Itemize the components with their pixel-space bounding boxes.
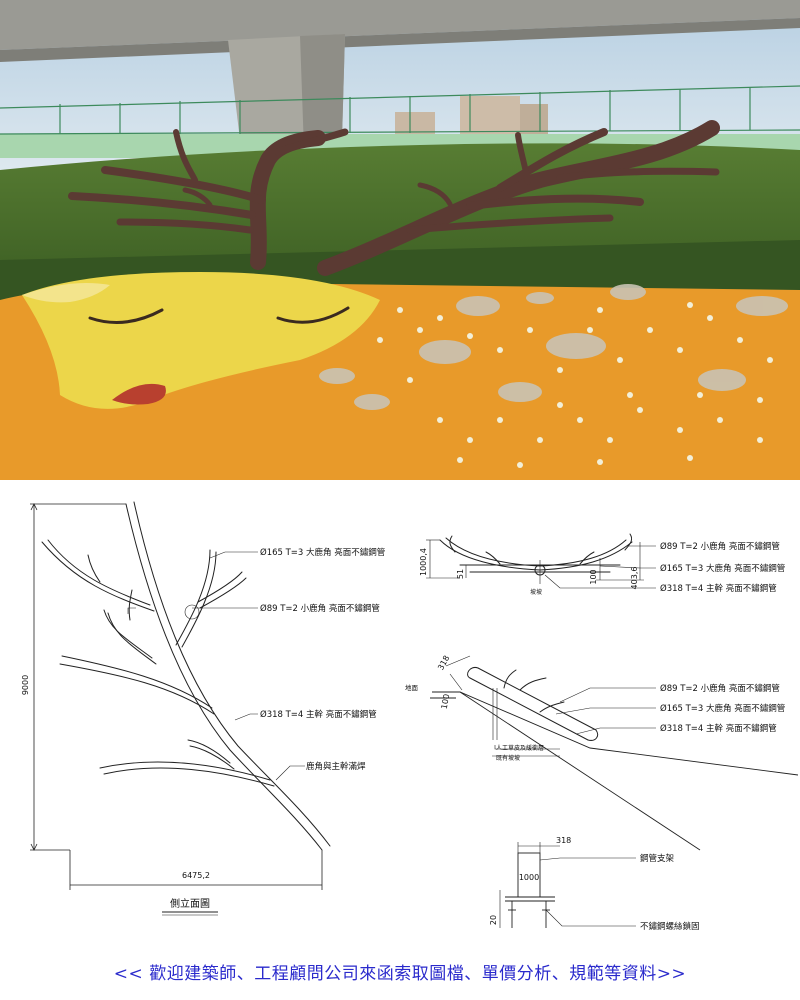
deer-ear — [22, 282, 110, 303]
antler-left — [68, 128, 349, 270]
section-dim-100: 100 — [440, 693, 452, 710]
support-detail: 318 1000 20 鋼管支架 不鏽鋼螺絲鎖固 — [489, 836, 700, 932]
side-elevation-tree — [41, 501, 331, 851]
section-label-main-trunk: Ø318 T=4 主幹 亮面不鏽鋼管 — [660, 723, 777, 734]
support-post — [505, 852, 555, 928]
deer-eye-right — [276, 306, 350, 324]
side-label-weld: 鹿角與主幹滿焊 — [306, 761, 366, 772]
dim-height — [30, 503, 126, 851]
support-label-support: 鋼管支架 — [640, 853, 675, 864]
front-label-large-antler: Ø165 T=3 大鹿角 亮面不鏽鋼管 — [660, 563, 785, 574]
section-leaders — [492, 687, 656, 757]
section-dims — [445, 655, 498, 740]
building — [520, 104, 548, 136]
building — [460, 96, 520, 136]
support-label-bolt: 不鏽鋼螺絲鎖固 — [640, 921, 700, 932]
front-leaders — [544, 545, 656, 589]
dim-width-label: 6475,2 — [182, 871, 210, 880]
cad-drawing: 9000 6475,2 側立面圖 Ø165 T=3 大鹿角 亮面不鏽鋼管 Ø8 — [21, 501, 799, 932]
front-dim-a: 51 — [456, 569, 465, 579]
dim-height-label: 9000 — [21, 675, 30, 695]
support-dim-side: 20 — [489, 915, 498, 925]
side-elevation: 9000 6475,2 側立面圖 Ø165 T=3 大鹿角 亮面不鏽鋼管 Ø8 — [21, 501, 385, 916]
section-trunk — [467, 666, 599, 741]
section-label-turf: 人工草皮及緩衝層 — [496, 744, 544, 752]
overpass-underside — [0, 18, 800, 62]
footer-note: << 歡迎建築師、工程顧問公司來函索取圖檔、單價分析、規範等資料>> — [113, 964, 687, 984]
support-dim-middle: 1000 — [519, 873, 539, 882]
deer-nose — [112, 383, 166, 405]
section-view: 318 100 地面 Ø89 T=2 小鹿角 亮面不鏽鋼管 Ø165 T=3 大… — [405, 654, 799, 851]
section-dim-318: 318 — [436, 654, 451, 672]
front-label-small-antler: Ø89 T=2 小鹿角 亮面不鏽鋼管 — [660, 541, 780, 552]
front-label-main-trunk: Ø318 T=4 主幹 亮面不鏽鋼管 — [660, 583, 777, 594]
front-label-slope: 坡坡 — [530, 588, 542, 596]
section-label-large-antler: Ø165 T=3 大鹿角 亮面不鏽鋼管 — [660, 703, 785, 714]
support-dim-top: 318 — [556, 836, 571, 845]
dim-width — [69, 850, 323, 890]
side-elevation-title: 側立面圖 — [170, 897, 210, 910]
section-label-existing-slope: 既有坡坡 — [496, 754, 520, 762]
side-leaders — [127, 551, 305, 781]
antler-right — [317, 120, 720, 276]
front-view: 1000,4 51 100 403,6 坡坡 Ø89 T=2 小鹿角 亮面不鏽鋼… — [419, 533, 785, 596]
side-label-main-trunk: Ø318 T=4 主幹 亮面不鏽鋼管 — [260, 709, 377, 720]
front-dims — [426, 539, 644, 581]
side-label-small-antler: Ø89 T=2 小鹿角 亮面不鏽鋼管 — [260, 603, 380, 614]
overpass-deck — [0, 0, 800, 50]
front-dim-height: 1000,4 — [419, 548, 428, 576]
deer-face — [22, 272, 380, 409]
playground-photo — [0, 0, 800, 480]
front-dim-c: 403,6 — [630, 567, 639, 590]
front-dim-b: 100 — [589, 569, 598, 584]
side-label-large-antler: Ø165 T=3 大鹿角 亮面不鏽鋼管 — [260, 547, 385, 558]
section-label-small-antler: Ø89 T=2 小鹿角 亮面不鏽鋼管 — [660, 683, 780, 694]
deer-spots — [319, 284, 788, 410]
climbing-holds — [377, 302, 773, 468]
section-slope — [430, 691, 799, 851]
pillar-shadow — [300, 34, 345, 150]
fence — [0, 85, 800, 135]
deer-eye-left — [88, 308, 164, 324]
section-label-ground: 地面 — [405, 683, 419, 692]
support-dims — [499, 842, 636, 928]
